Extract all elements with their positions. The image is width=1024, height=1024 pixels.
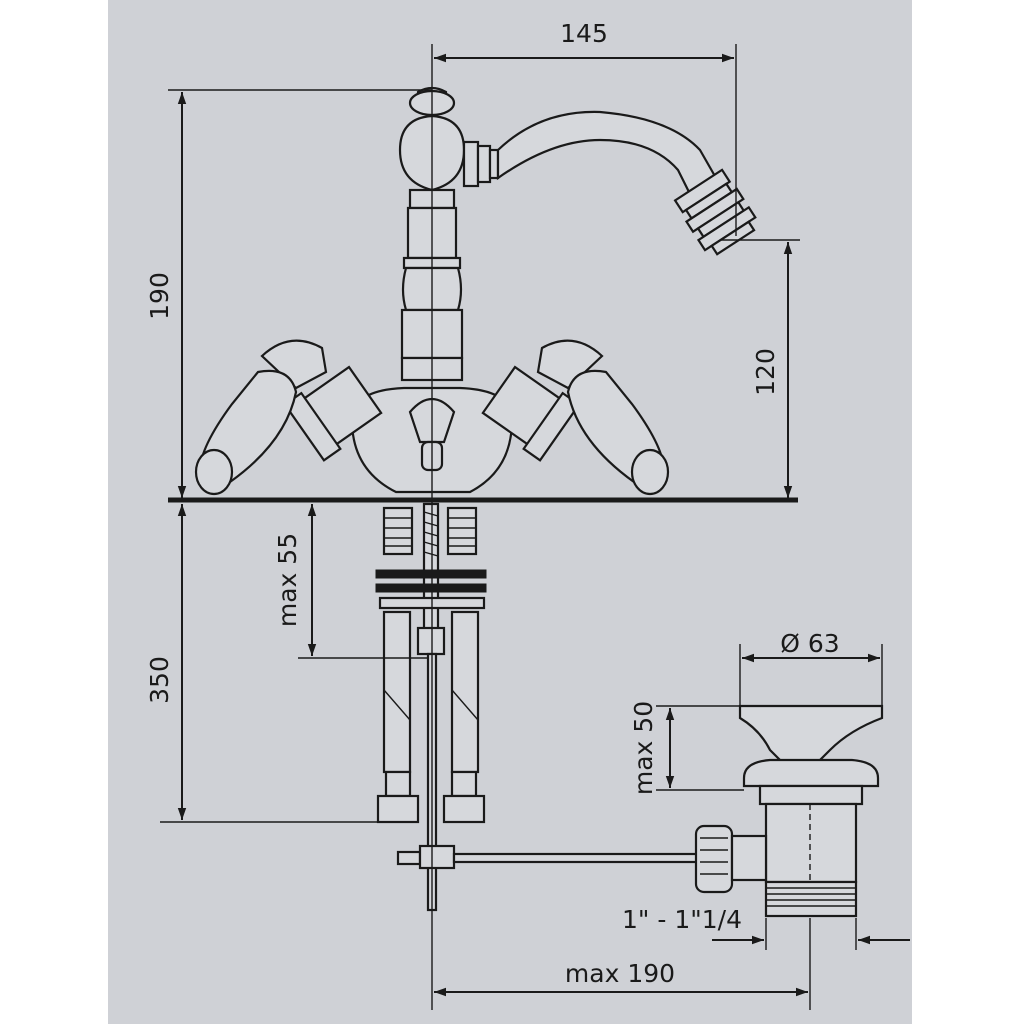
dim-label-350: 350 bbox=[145, 656, 174, 704]
dim-label-max-190: max 190 bbox=[565, 959, 675, 988]
dim-label-max-50: max 50 bbox=[629, 701, 658, 795]
dim-label-diameter-63: Ø 63 bbox=[780, 629, 839, 658]
under-deck-assembly bbox=[375, 502, 704, 912]
dim-label-thread: 1" - 1"1/4 bbox=[622, 905, 742, 934]
faucet-body bbox=[194, 86, 757, 496]
dim-label-120: 120 bbox=[751, 348, 780, 396]
dim-label-max-55: max 55 bbox=[273, 533, 302, 627]
dim-label-145: 145 bbox=[560, 19, 608, 48]
dimension-lines bbox=[160, 44, 910, 1010]
dim-label-190: 190 bbox=[145, 272, 174, 320]
waste-assembly bbox=[694, 704, 884, 918]
